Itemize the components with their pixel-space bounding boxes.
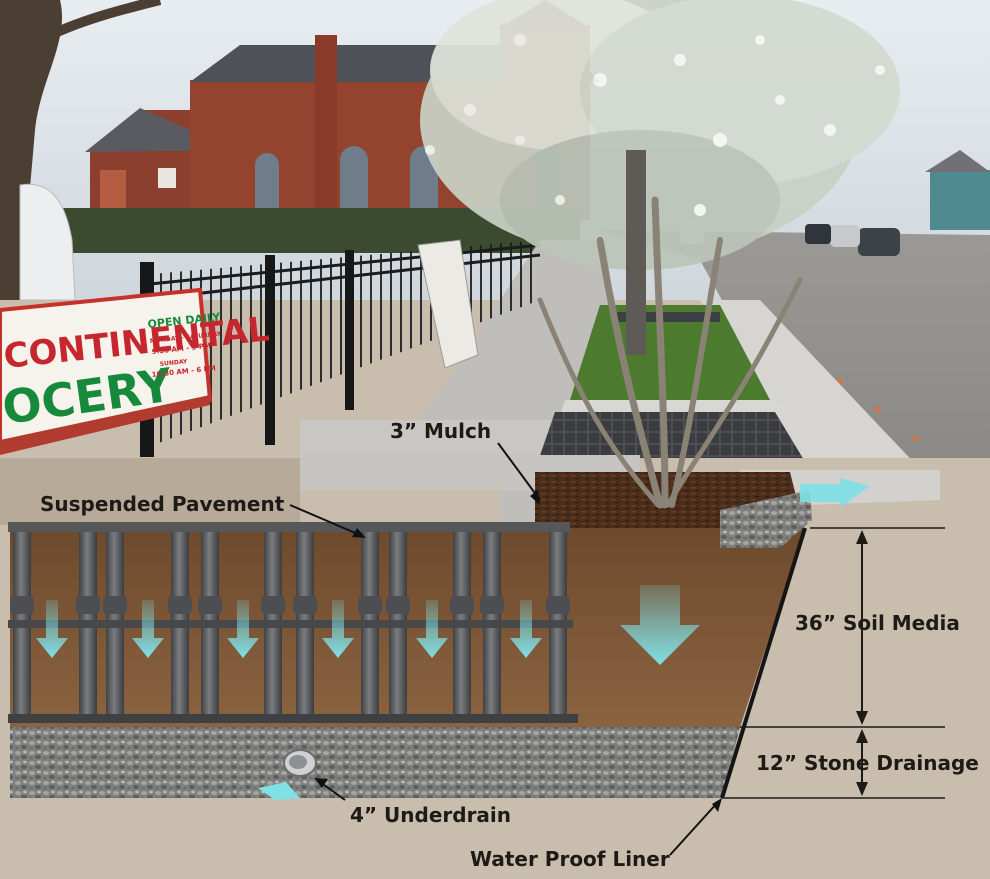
pavement-post-collar (10, 596, 34, 614)
pavement-post-collar (480, 596, 504, 614)
pavement-post-collar (450, 596, 474, 614)
small-sign (417, 239, 479, 369)
suspended-pavement-label: Suspended Pavement (40, 492, 285, 516)
pavement-post-collar (76, 596, 100, 614)
infiltration-arrow (322, 600, 354, 658)
infiltration-arrow (36, 600, 68, 658)
stone-drainage-label: 12” Stone Drainage (756, 751, 979, 775)
infiltration-arrow (416, 600, 448, 658)
infiltration-arrow (132, 600, 164, 658)
tree-trunks (537, 196, 803, 509)
mulch-label: 3” Mulch (390, 419, 491, 443)
pavement-mid-beam (8, 620, 573, 628)
lamp-post (626, 150, 646, 355)
parked-van (19, 183, 76, 301)
leader-lines (289, 442, 719, 856)
curb (700, 300, 940, 490)
curb-stone-pocket (720, 490, 812, 548)
pavement-top-deck (8, 522, 570, 532)
left-tree-trunk (0, 0, 63, 300)
sign-sunday: SUNDAY (159, 358, 188, 368)
inflow-arrow (800, 478, 870, 508)
pavement-post-collar (386, 596, 410, 614)
pavement-post-collar (198, 596, 222, 614)
pavement-base (8, 714, 578, 723)
big-infiltration-arrow (620, 585, 700, 665)
underdrain-label: 4” Underdrain (350, 803, 511, 827)
pavement-post-collar (293, 596, 317, 614)
infiltration-arrow (510, 600, 542, 658)
infiltration-arrow (227, 600, 259, 658)
infiltration-arrows (36, 600, 542, 658)
liner-label: Water Proof Liner (470, 847, 670, 871)
soil-media-label: 36” Soil Media (795, 611, 960, 635)
pavement-post-collar (168, 596, 192, 614)
pavement-post-collar (358, 596, 382, 614)
underdrain-pipe (258, 749, 317, 800)
pavement-post-collar (546, 596, 570, 614)
suspended-pavement-structure (8, 522, 578, 723)
pavement-post-collar (103, 596, 127, 614)
waterproof-liner (720, 527, 807, 799)
stone-drainage-layer (10, 727, 740, 798)
car (858, 228, 900, 256)
pavement-post-collar (261, 596, 285, 614)
flowering-tree-canopy (420, 0, 900, 270)
